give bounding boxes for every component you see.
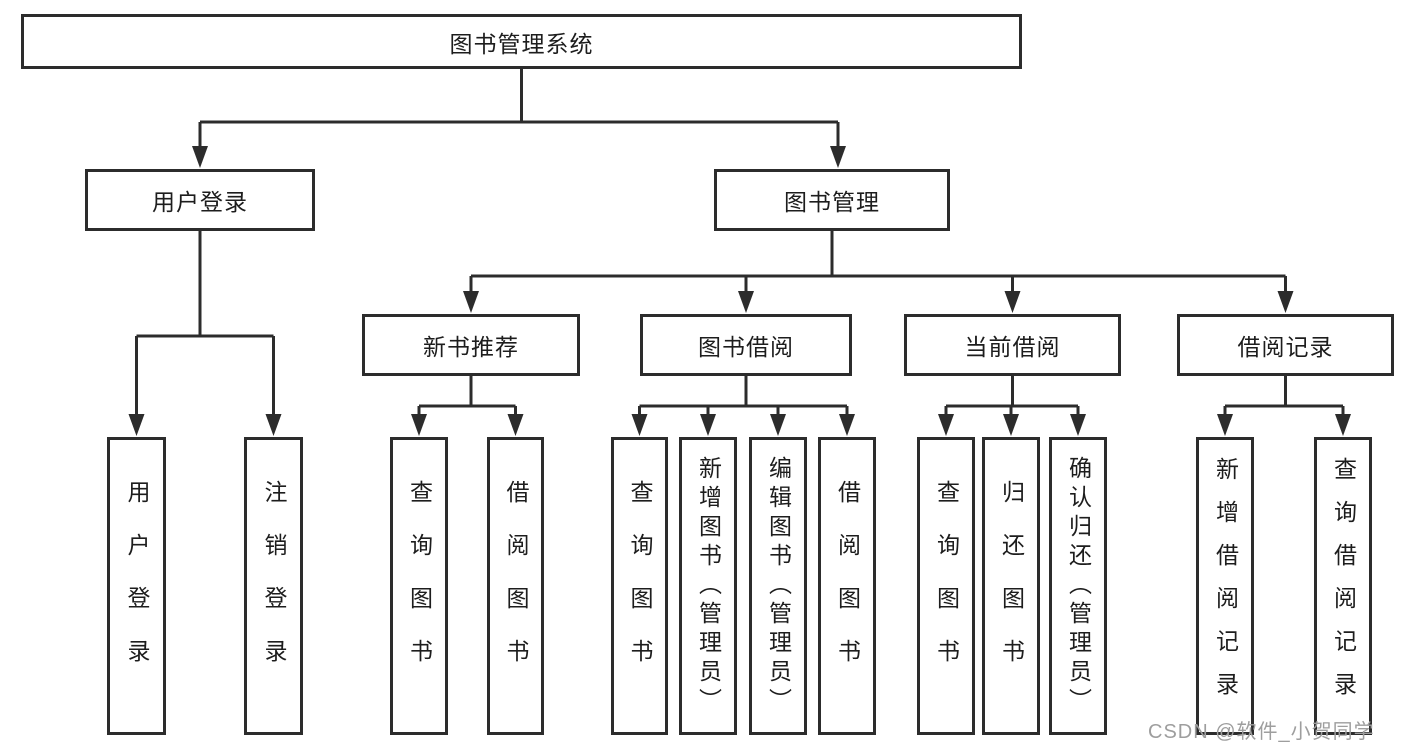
leaf-logout: 注销登录	[244, 437, 303, 735]
node-label: 借阅记录	[1237, 334, 1334, 360]
node-system-root: 图书管理系统	[21, 14, 1022, 69]
node-label: 图书管理系统	[449, 30, 594, 57]
node-label: 新增图书（管理员）	[695, 455, 722, 717]
arrow-down-icon	[507, 414, 524, 436]
node-book-borrowing: 图书借阅	[640, 314, 852, 376]
arrow-down-icon	[1217, 414, 1233, 436]
connector-bookmgmt-to-level3	[463, 231, 1294, 313]
connector-root-to-level2	[192, 68, 846, 168]
node-borrowing-records: 借阅记录	[1177, 314, 1394, 376]
arrow-down-icon	[631, 414, 648, 436]
connector-userlogin-to-leaves	[128, 231, 282, 436]
node-label: 借阅图书	[503, 480, 529, 692]
connector-borrowrecord-to-leaves	[1217, 376, 1351, 436]
node-label: 用户登录	[124, 480, 150, 692]
arrow-down-icon	[265, 414, 282, 436]
arrow-down-icon	[128, 414, 145, 436]
leaf-query-books-rec: 查询图书	[390, 437, 448, 735]
arrow-down-icon	[830, 146, 846, 168]
arrow-down-icon	[1004, 291, 1021, 313]
node-label: 当前借阅	[964, 334, 1061, 360]
node-label: 注销登录	[261, 480, 287, 692]
arrow-down-icon	[1277, 291, 1294, 313]
arrow-down-icon	[1070, 414, 1086, 436]
node-label: 确认归还（管理员）	[1065, 455, 1092, 717]
leaf-return-books: 归还图书	[982, 437, 1040, 735]
arrow-down-icon	[700, 414, 716, 436]
node-new-book-recommend: 新书推荐	[362, 314, 580, 376]
leaf-user-login: 用户登录	[107, 437, 166, 735]
leaf-add-borrow-record: 新增借阅记录	[1196, 437, 1254, 735]
node-label: 查询图书	[933, 480, 960, 692]
leaf-query-borrow-record: 查询借阅记录	[1314, 437, 1372, 735]
node-label: 新增借阅记录	[1212, 457, 1239, 715]
leaf-borrow-books: 借阅图书	[818, 437, 876, 735]
node-label: 查询图书	[627, 480, 653, 692]
arrow-down-icon	[411, 414, 427, 436]
leaf-query-books-borrow: 查询图书	[611, 437, 668, 735]
node-label: 图书管理	[784, 189, 880, 215]
node-book-management: 图书管理	[714, 169, 950, 231]
node-label: 用户登录	[152, 189, 248, 215]
arrow-down-icon	[1335, 414, 1351, 436]
node-label: 图书借阅	[698, 334, 794, 360]
leaf-add-book-admin: 新增图书（管理员）	[679, 437, 737, 735]
arrow-down-icon	[938, 414, 954, 436]
node-current-borrowing: 当前借阅	[904, 314, 1121, 376]
leaf-borrow-books-rec: 借阅图书	[487, 437, 544, 735]
arrow-down-icon	[192, 146, 208, 168]
connector-bookborrow-to-leaves	[631, 376, 855, 436]
arrow-down-icon	[770, 414, 786, 436]
connector-newbookrec-to-leaves	[411, 376, 524, 436]
node-label: 借阅图书	[834, 480, 861, 692]
node-label: 查询图书	[406, 480, 433, 692]
node-user-login: 用户登录	[85, 169, 315, 231]
leaf-edit-book-admin: 编辑图书（管理员）	[749, 437, 807, 735]
leaf-confirm-return-admin: 确认归还（管理员）	[1049, 437, 1107, 735]
arrow-down-icon	[463, 291, 479, 313]
connector-currentborrow-to-leaves	[938, 376, 1086, 436]
csdn-watermark: CSDN @软件_小贺同学	[1148, 721, 1375, 743]
node-label: 归还图书	[998, 480, 1025, 692]
arrow-down-icon	[1003, 414, 1019, 436]
node-label: 新书推荐	[423, 334, 519, 360]
arrow-down-icon	[738, 291, 754, 313]
node-label: 查询借阅记录	[1330, 457, 1357, 715]
arrow-down-icon	[839, 414, 855, 436]
leaf-query-books-current: 查询图书	[917, 437, 975, 735]
node-label: 编辑图书（管理员）	[765, 455, 792, 717]
